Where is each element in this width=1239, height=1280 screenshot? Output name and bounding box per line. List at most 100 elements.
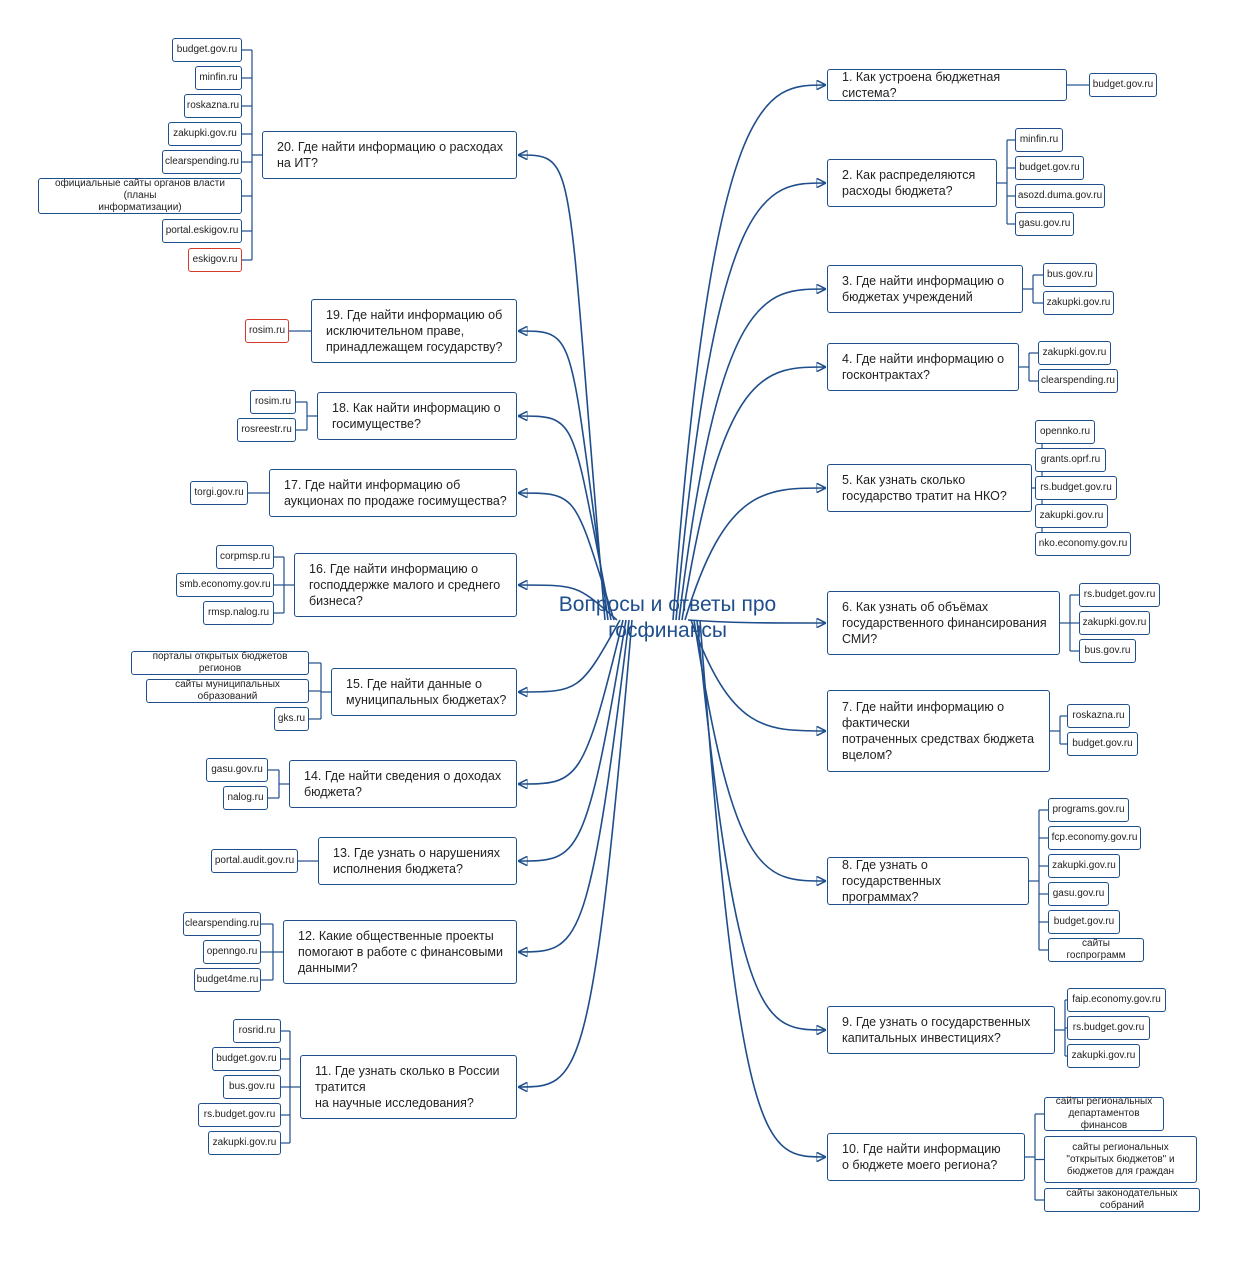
connector-question-20 bbox=[519, 155, 606, 621]
connector-question-3 bbox=[678, 289, 825, 621]
question-topic-7[interactable]: 7. Где найти информацию о фактически пот… bbox=[827, 690, 1050, 772]
source-link[interactable]: budget.gov.ru bbox=[1015, 156, 1084, 180]
source-link[interactable]: rosrid.ru bbox=[233, 1019, 281, 1043]
source-link[interactable]: minfin.ru bbox=[195, 66, 242, 90]
source-link[interactable]: nko.economy.gov.ru bbox=[1035, 532, 1131, 556]
source-link[interactable]: eskigov.ru bbox=[188, 248, 242, 272]
source-link[interactable]: bus.gov.ru bbox=[1043, 263, 1097, 287]
source-link[interactable]: programs.gov.ru bbox=[1048, 798, 1129, 822]
question-topic-6[interactable]: 6. Как узнать об объёмах государственног… bbox=[827, 591, 1060, 655]
source-link[interactable]: zakupki.gov.ru bbox=[208, 1131, 281, 1155]
connector-question-14 bbox=[519, 619, 624, 784]
source-link[interactable]: corpmsp.ru bbox=[216, 545, 274, 569]
question-topic-16[interactable]: 16. Где найти информацию о господдержке … bbox=[294, 553, 517, 617]
question-topic-19[interactable]: 19. Где найти информацию об исключительн… bbox=[311, 299, 517, 363]
source-link[interactable]: smb.economy.gov.ru bbox=[176, 573, 274, 597]
source-link[interactable]: minfin.ru bbox=[1015, 128, 1063, 152]
source-link[interactable]: budget.gov.ru bbox=[172, 38, 242, 62]
source-link[interactable]: gks.ru bbox=[274, 707, 309, 731]
source-link[interactable]: zakupki.gov.ru bbox=[1035, 504, 1108, 528]
source-link[interactable]: rmsp.nalog.ru bbox=[203, 601, 274, 625]
question-topic-14[interactable]: 14. Где найти сведения о доходах бюджета… bbox=[289, 760, 517, 808]
connector-question-18 bbox=[519, 416, 612, 621]
question-topic-3[interactable]: 3. Где найти информацию о бюджетах учреж… bbox=[827, 265, 1023, 313]
connector-question-10 bbox=[699, 619, 825, 1157]
source-link[interactable]: roskazna.ru bbox=[184, 94, 242, 118]
source-link[interactable]: portal.audit.gov.ru bbox=[211, 849, 298, 873]
question-topic-13[interactable]: 13. Где узнать о нарушениях исполнения б… bbox=[318, 837, 517, 885]
source-link[interactable]: openngo.ru bbox=[203, 940, 261, 964]
source-link[interactable]: budget.gov.ru bbox=[1067, 732, 1138, 756]
question-topic-8[interactable]: 8. Где узнать о государственных программ… bbox=[827, 857, 1029, 905]
source-link[interactable]: порталы открытых бюджетов регионов bbox=[131, 651, 309, 675]
source-link[interactable]: budget.gov.ru bbox=[212, 1047, 281, 1071]
source-link[interactable]: budget4me.ru bbox=[194, 968, 261, 992]
source-link[interactable]: clearspending.ru bbox=[183, 912, 261, 936]
source-link[interactable]: zakupki.gov.ru bbox=[168, 122, 242, 146]
question-topic-11[interactable]: 11. Где узнать сколько в России тратится… bbox=[300, 1055, 517, 1119]
source-link[interactable]: официальные сайты органов власти (планы … bbox=[38, 178, 242, 214]
question-topic-15[interactable]: 15. Где найти данные о муниципальных бюд… bbox=[331, 668, 517, 716]
source-link[interactable]: rs.budget.gov.ru bbox=[1035, 476, 1117, 500]
question-topic-18[interactable]: 18. Как найти информацию о госимуществе? bbox=[317, 392, 517, 440]
source-link[interactable]: fcp.economy.gov.ru bbox=[1048, 826, 1141, 850]
connector-question-9 bbox=[696, 619, 825, 1030]
connector-question-19 bbox=[519, 331, 609, 621]
source-link[interactable]: rosim.ru bbox=[245, 319, 289, 343]
source-link[interactable]: gasu.gov.ru bbox=[1015, 212, 1074, 236]
source-link[interactable]: nalog.ru bbox=[223, 786, 268, 810]
source-link[interactable]: budget.gov.ru bbox=[1048, 910, 1120, 934]
source-link[interactable]: сайты госпрограмм bbox=[1048, 938, 1144, 962]
connector-question-1 bbox=[672, 85, 825, 621]
source-link[interactable]: faip.economy.gov.ru bbox=[1067, 988, 1166, 1012]
source-link[interactable]: zakupki.gov.ru bbox=[1038, 341, 1111, 365]
question-topic-2[interactable]: 2. Как распределяются расходы бюджета? bbox=[827, 159, 997, 207]
source-link[interactable]: rs.budget.gov.ru bbox=[1067, 1016, 1150, 1040]
source-link[interactable]: bus.gov.ru bbox=[1079, 639, 1136, 663]
connector-question-15 bbox=[519, 619, 621, 692]
question-topic-12[interactable]: 12. Какие общественные проекты помогают … bbox=[283, 920, 517, 984]
source-link[interactable]: bus.gov.ru bbox=[223, 1075, 281, 1099]
source-link[interactable]: grants.oprf.ru bbox=[1035, 448, 1106, 472]
connector-question-12 bbox=[519, 619, 630, 952]
question-topic-4[interactable]: 4. Где найти информацию о госконтрактах? bbox=[827, 343, 1019, 391]
source-link[interactable]: сайты региональных "открытых бюджетов" и… bbox=[1044, 1136, 1197, 1183]
source-link[interactable]: gasu.gov.ru bbox=[1048, 882, 1109, 906]
source-link[interactable]: roskazna.ru bbox=[1067, 704, 1130, 728]
source-link[interactable]: rs.budget.gov.ru bbox=[198, 1103, 281, 1127]
connector-question-11 bbox=[519, 619, 633, 1087]
central-topic: Вопросы и ответы про госфинансы bbox=[558, 593, 777, 642]
source-link[interactable]: gasu.gov.ru bbox=[206, 758, 268, 782]
source-link[interactable]: zakupki.gov.ru bbox=[1079, 611, 1150, 635]
source-link[interactable]: rosim.ru bbox=[250, 390, 296, 414]
connector-question-13 bbox=[519, 619, 627, 861]
source-link[interactable]: torgi.gov.ru bbox=[190, 481, 248, 505]
question-topic-17[interactable]: 17. Где найти информацию об аукционах по… bbox=[269, 469, 517, 517]
question-topic-9[interactable]: 9. Где узнать о государственных капиталь… bbox=[827, 1006, 1055, 1054]
question-topic-20[interactable]: 20. Где найти информацию о расходах на И… bbox=[262, 131, 517, 179]
source-link[interactable]: zakupki.gov.ru bbox=[1043, 291, 1114, 315]
source-link[interactable]: asozd.duma.gov.ru bbox=[1015, 184, 1105, 208]
source-link[interactable]: сайты региональных департаментов финансо… bbox=[1044, 1096, 1164, 1131]
source-link[interactable]: portal.eskigov.ru bbox=[162, 219, 242, 243]
connector-question-5 bbox=[684, 488, 825, 621]
source-link[interactable]: clearspending.ru bbox=[1038, 369, 1118, 393]
source-link[interactable]: zakupki.gov.ru bbox=[1048, 854, 1120, 878]
connector-question-4 bbox=[681, 367, 825, 621]
source-link[interactable]: budget.gov.ru bbox=[1089, 73, 1157, 97]
question-topic-1[interactable]: 1. Как устроена бюджетная система? bbox=[827, 69, 1067, 101]
source-link[interactable]: rosreestr.ru bbox=[237, 418, 296, 442]
source-link[interactable]: сайты муниципальных образований bbox=[146, 679, 309, 703]
connector-question-16 bbox=[519, 585, 618, 621]
source-link[interactable]: opennko.ru bbox=[1035, 420, 1095, 444]
connector-question-8 bbox=[693, 619, 825, 881]
connector-question-2 bbox=[675, 183, 825, 621]
source-link[interactable]: rs.budget.gov.ru bbox=[1079, 583, 1160, 607]
source-link[interactable]: zakupki.gov.ru bbox=[1067, 1044, 1140, 1068]
question-topic-5[interactable]: 5. Как узнать сколько государство тратит… bbox=[827, 464, 1032, 512]
source-link[interactable]: clearspending.ru bbox=[162, 150, 242, 174]
question-topic-10[interactable]: 10. Где найти информацию о бюджете моего… bbox=[827, 1133, 1025, 1181]
source-link[interactable]: сайты законодательных собраний bbox=[1044, 1188, 1200, 1212]
